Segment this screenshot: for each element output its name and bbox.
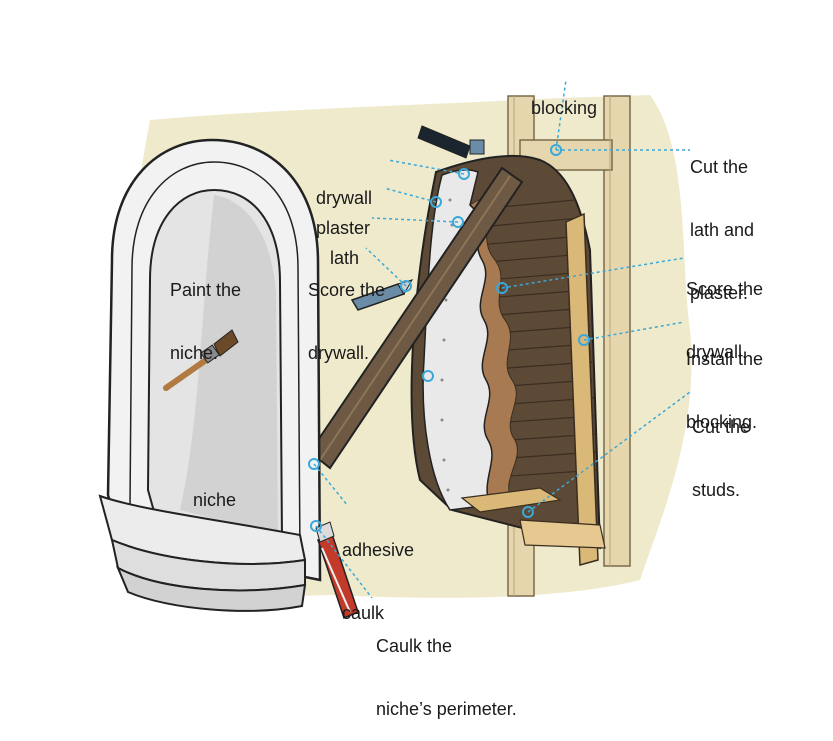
- label-install-blocking: Install the blocking.: [686, 349, 764, 432]
- label-score-drywall-left: Score the drywall.: [308, 280, 386, 363]
- label-paint-niche: Paint the niche.: [170, 280, 242, 363]
- callout-markers: [308, 144, 590, 532]
- label-plaster: plaster: [316, 218, 371, 238]
- label-niche: niche: [193, 490, 237, 510]
- bottom-blocking: [460, 487, 606, 549]
- label-cut-studs: Cut the studs.: [692, 417, 751, 500]
- niche-installation-diagram: [98, 79, 692, 620]
- top-brush-icon: [417, 125, 485, 159]
- label-cut-lath-plaster: Cut the lath and plaster.: [690, 157, 755, 303]
- niche-shelf: [98, 494, 307, 612]
- paintbrush-icon: [163, 329, 239, 391]
- leader-lines: [313, 79, 691, 599]
- label-score-drywall-right: Score the drywall.: [686, 279, 764, 362]
- drywall-tape-dots: [440, 198, 454, 492]
- label-caulk-perimeter: Caulk the niche’s perimeter.: [376, 636, 517, 719]
- label-drywall: drywall: [316, 188, 373, 208]
- label-lath: lath: [330, 248, 360, 268]
- label-adhesive-caulk: adhesive caulk: [342, 540, 415, 623]
- niche: [106, 138, 322, 582]
- label-blocking: blocking: [531, 98, 598, 118]
- right-blocking-board: [565, 212, 599, 566]
